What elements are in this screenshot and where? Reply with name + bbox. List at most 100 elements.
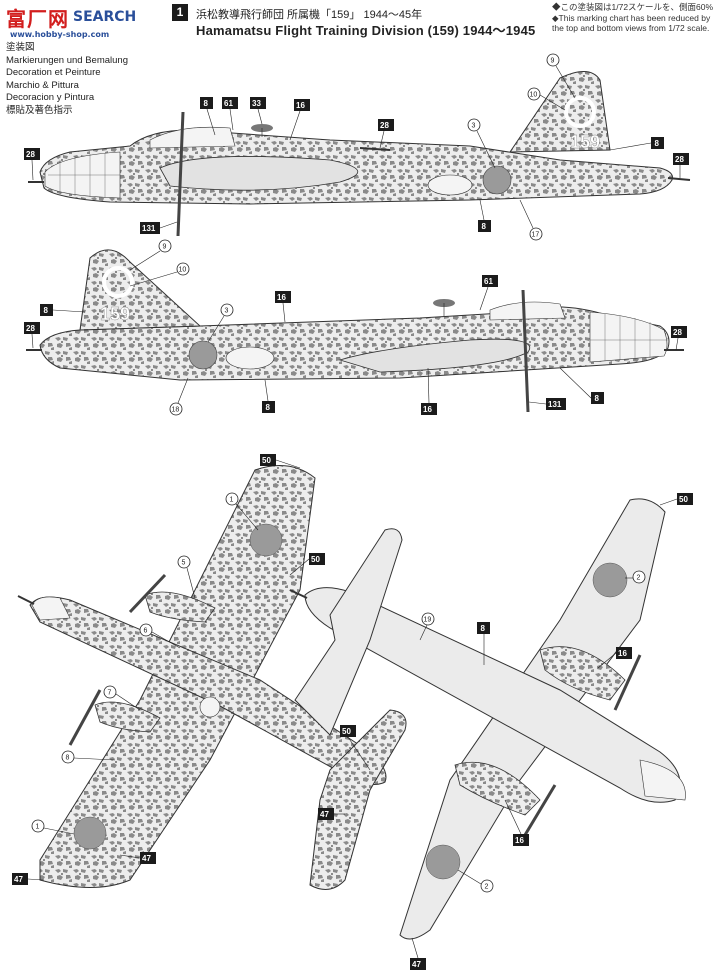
bottom-view-prop-1 bbox=[613, 654, 642, 711]
callouts-top: 50 1 50 5 6 7 8 50 47 1 47 47 bbox=[12, 454, 371, 885]
callout-10b: 10 bbox=[179, 267, 187, 274]
callout-3a: 3 bbox=[472, 123, 476, 130]
bottom-view-nacelle-1 bbox=[539, 646, 626, 701]
callout-2a: 2 bbox=[637, 575, 641, 582]
lang-de: Markierungen und Bemalung bbox=[6, 54, 128, 66]
title-jp: 浜松教導飛行師団 所属機「159」 1944〜45年 bbox=[196, 9, 423, 21]
callout-8g: 8 bbox=[66, 755, 70, 762]
callout-16e: 16 bbox=[515, 836, 524, 845]
top-view-hinomaru-2 bbox=[73, 816, 107, 850]
watermark-logo: 富厂网 SEARCH www.hobby-shop.com bbox=[6, 2, 171, 40]
top-view bbox=[17, 465, 407, 890]
callout-9a: 9 bbox=[551, 58, 555, 65]
callout-28d: 28 bbox=[26, 324, 35, 333]
scheme-number: 1 bbox=[172, 4, 188, 21]
callout-8c: 8 bbox=[482, 222, 487, 231]
tail-code-side-1: 159 bbox=[570, 132, 600, 152]
logo-cn: 富厂网 bbox=[6, 6, 69, 31]
callout-1b: 1 bbox=[36, 824, 40, 831]
callout-9b: 9 bbox=[163, 244, 167, 251]
top-view-nacelle-1 bbox=[144, 591, 216, 623]
tail-emblem-side-1 bbox=[564, 96, 596, 128]
lang-fr: Decoration et Peinture bbox=[6, 67, 101, 78]
scale-note: ◆この塗装図は1/72スケールを、側面60%、 ◆This marking ch… bbox=[552, 2, 713, 34]
top-view-turret bbox=[199, 696, 221, 718]
blister-side-2 bbox=[225, 346, 275, 370]
tail-emblem-side-2 bbox=[102, 266, 134, 298]
nose-glazing-side-2 bbox=[589, 311, 668, 363]
bottom-view-nacelle-2 bbox=[454, 761, 541, 816]
callout-131b: 131 bbox=[548, 400, 562, 409]
propeller-side-1 bbox=[176, 111, 185, 237]
callout-47c: 47 bbox=[14, 875, 23, 884]
callout-47d: 47 bbox=[412, 960, 421, 969]
callout-61b: 61 bbox=[484, 277, 493, 286]
callout-50c: 50 bbox=[342, 727, 351, 736]
tail-fin-side-1 bbox=[509, 71, 611, 153]
tail-fin-side-2 bbox=[79, 249, 202, 331]
callouts-side-2: 9 10 8 3 16 61 28 28 18 8 16 131 8 bbox=[24, 239, 687, 416]
side-view-port: 159 bbox=[28, 71, 691, 237]
callouts-side-1: 8 61 33 16 28 28 28 9 10 3 8 8 17 131 bbox=[24, 53, 689, 241]
callout-28c: 28 bbox=[675, 155, 684, 164]
note-line-1: ◆この塗装図は1/72スケールを、側面60%、 bbox=[552, 2, 713, 12]
callout-16c: 16 bbox=[423, 405, 432, 414]
engine-nacelle-side-1 bbox=[159, 156, 359, 191]
bottom-view-tail-gun bbox=[289, 589, 308, 599]
bottom-view-nose bbox=[639, 759, 686, 801]
callout-8b: 8 bbox=[655, 139, 660, 148]
callout-19: 19 bbox=[424, 617, 432, 624]
tail-gun-side-1 bbox=[667, 177, 691, 181]
side-view-starboard: 159 bbox=[26, 249, 684, 413]
hinomaru-side-1 bbox=[482, 165, 512, 195]
callout-18: 18 bbox=[172, 407, 180, 414]
lang-es: Decoracion y Pintura bbox=[6, 92, 95, 103]
top-view-tailplane bbox=[309, 709, 407, 890]
nose-frames-side-1 bbox=[48, 153, 120, 198]
callout-8d: 8 bbox=[44, 306, 49, 315]
cockpit-side-2 bbox=[489, 301, 566, 321]
logo-url: www.hobby-shop.com bbox=[10, 30, 110, 39]
callout-2b: 2 bbox=[485, 884, 489, 891]
tail-code-side-2: 159 bbox=[100, 304, 130, 324]
callout-50b: 50 bbox=[311, 555, 320, 564]
callout-47b: 47 bbox=[142, 854, 151, 863]
note-line-2: ◆This marking chart has been reduced by bbox=[552, 12, 711, 23]
callout-10a: 10 bbox=[530, 92, 538, 99]
dorsal-gun-side-1 bbox=[359, 147, 391, 151]
callout-28e: 28 bbox=[673, 328, 682, 337]
callouts-bottom: 50 2 19 8 16 16 2 47 bbox=[410, 493, 693, 970]
callout-50d: 50 bbox=[679, 495, 688, 504]
lang-jp: 塗装図 bbox=[6, 42, 35, 53]
bottom-view-fuselage bbox=[304, 587, 681, 803]
callout-50a: 50 bbox=[262, 456, 271, 465]
top-view-nose-gun bbox=[17, 595, 35, 605]
callout-6: 6 bbox=[144, 628, 148, 635]
callout-17: 17 bbox=[532, 232, 540, 239]
logo-en: SEARCH bbox=[73, 9, 137, 25]
bottom-view bbox=[289, 498, 686, 940]
callout-131a: 131 bbox=[142, 224, 156, 233]
cockpit-side-1 bbox=[149, 126, 236, 149]
title-en: Hamamatsu Flight Training Division (159)… bbox=[196, 23, 536, 38]
callout-33: 33 bbox=[252, 99, 261, 108]
nose-frames-side-2 bbox=[590, 314, 668, 361]
blister-side-1 bbox=[427, 174, 473, 196]
header-left: 富厂网 SEARCH www.hobby-shop.com 塗装図 Markie… bbox=[6, 2, 171, 117]
callout-8f: 8 bbox=[595, 394, 600, 403]
hinomaru-side-2 bbox=[188, 340, 218, 370]
callout-28b: 28 bbox=[26, 150, 35, 159]
note-line-3: the top and bottom views from 1/72 scale… bbox=[552, 23, 710, 33]
callout-1a: 1 bbox=[230, 497, 234, 504]
callout-8e: 8 bbox=[266, 403, 271, 412]
callout-8a: 8 bbox=[204, 99, 209, 108]
callout-61a: 61 bbox=[224, 99, 233, 108]
callout-16b: 16 bbox=[277, 293, 286, 302]
top-view-prop-1 bbox=[128, 573, 167, 614]
callout-3b: 3 bbox=[225, 308, 229, 315]
lang-zh: 標貼及著色指示 bbox=[6, 104, 73, 116]
callout-47a: 47 bbox=[320, 810, 329, 819]
top-view-nacelle-2 bbox=[94, 701, 161, 733]
bottom-view-prop-2 bbox=[523, 784, 557, 836]
